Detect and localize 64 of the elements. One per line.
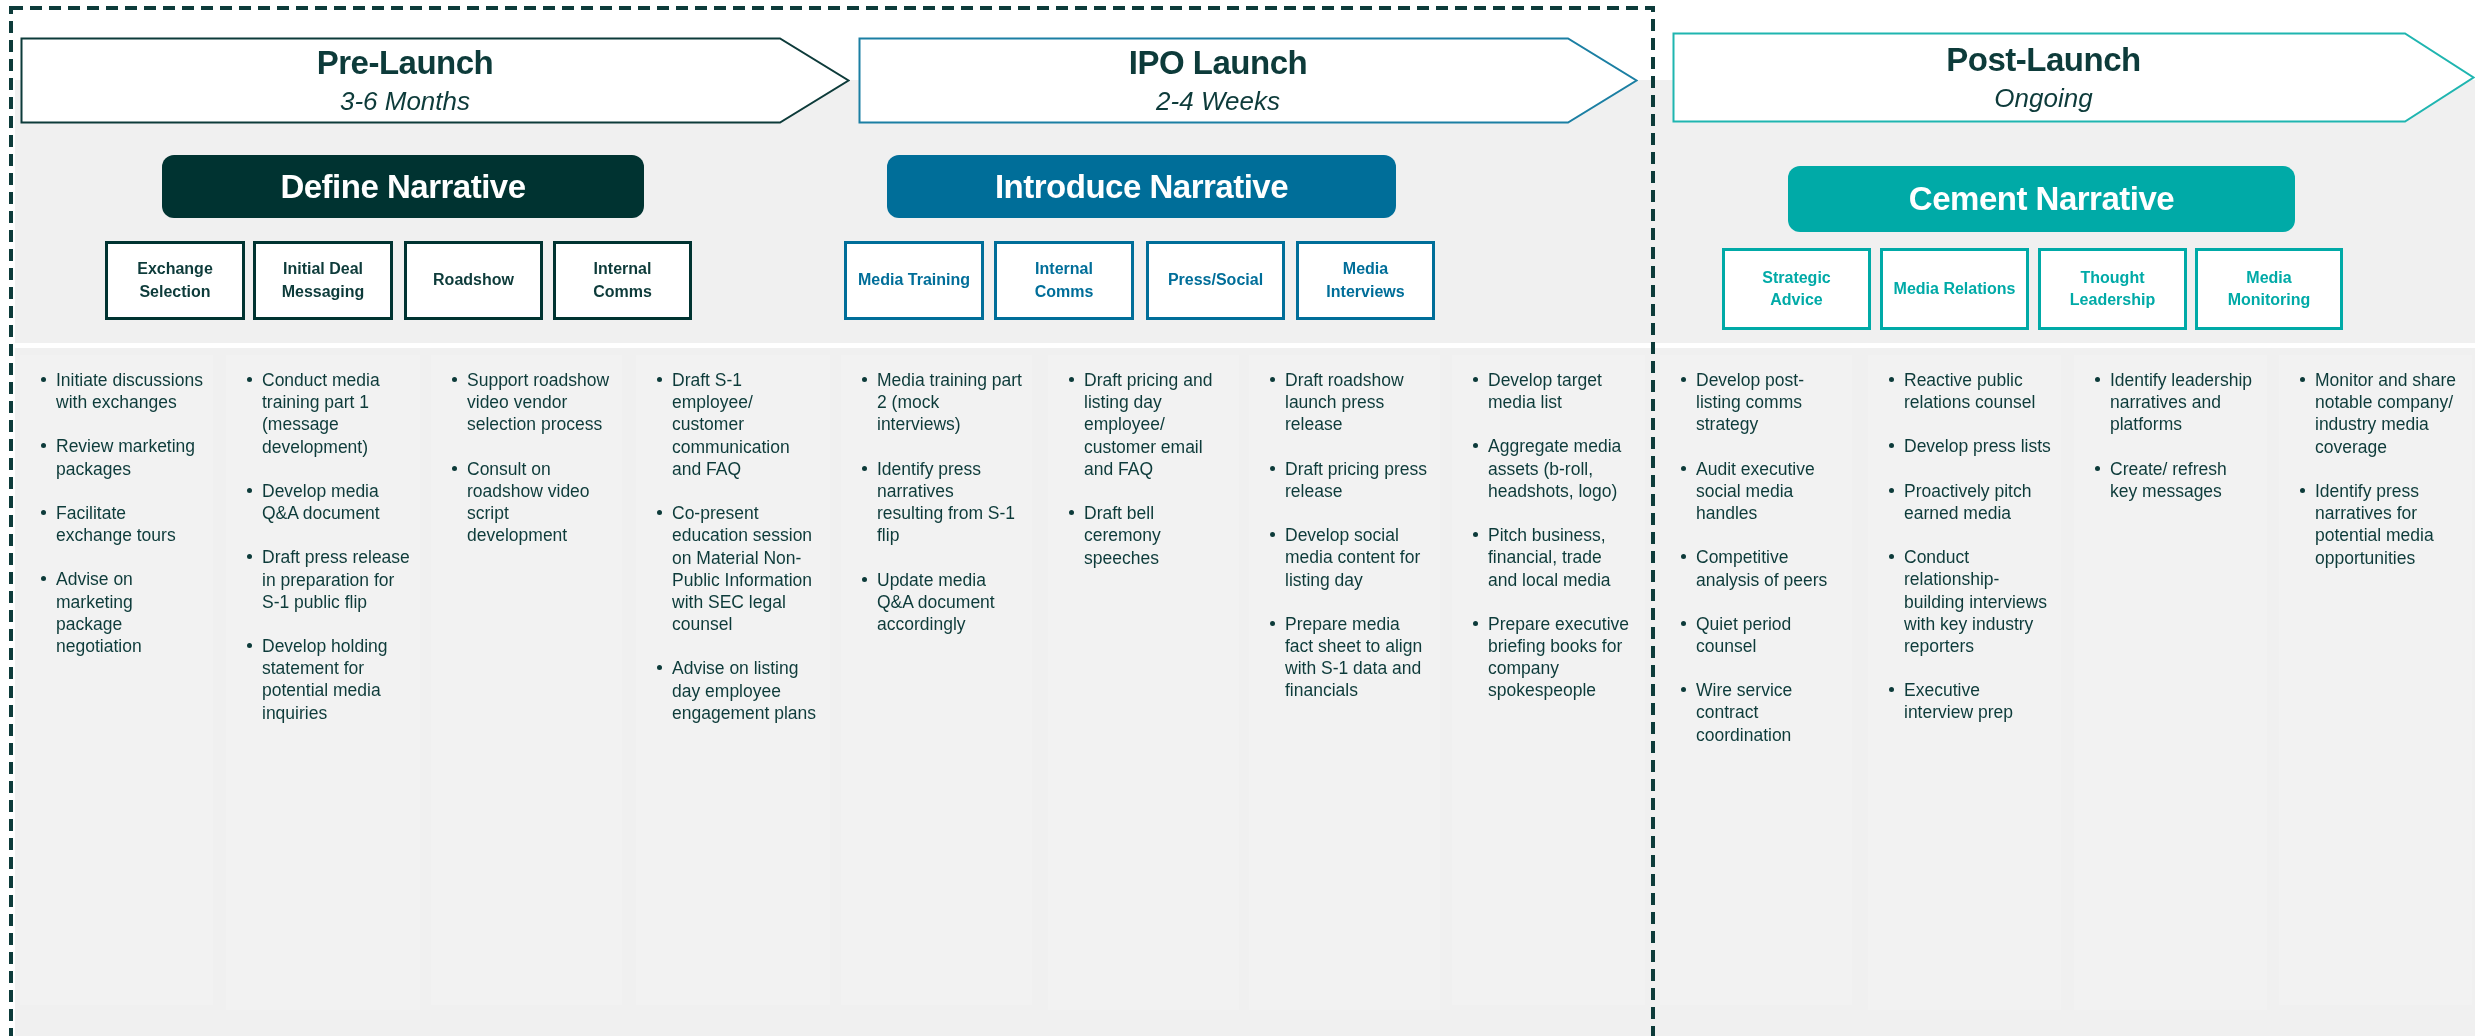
activity-box: Media Relations: [1880, 248, 2029, 330]
activity-box: Media Monitoring: [2195, 248, 2343, 330]
task-item: Identify press narratives for potential media opportunities: [2315, 480, 2434, 568]
narrative-banner: Define Narrative: [162, 155, 644, 218]
narrative-banner: Cement Narrative: [1788, 166, 2295, 232]
task-item: Conduct relationship-building interviews with key industry reporters: [1904, 547, 2047, 656]
phase-title: IPO Launch: [1128, 44, 1308, 82]
task-item: Draft pricing press release: [1285, 458, 1427, 501]
task-item: Develop holding statement for potential media inquiries: [262, 635, 388, 723]
activity-box: Internal Comms: [994, 241, 1134, 320]
activity-box: Internal Comms: [553, 241, 692, 320]
task-item: Develop media Q&A document: [262, 480, 380, 524]
task-item: Draft roadshow launch press release: [1285, 370, 1404, 435]
task-item: Advise on listing day employee engagement plans: [672, 658, 816, 723]
task-item: Co-present education session on Material Non-Public Information with SEC legal counsel: [672, 503, 813, 635]
task-item: Conduct media training part 1 (message development): [262, 370, 380, 457]
task-item: Quiet period counsel: [1696, 613, 1792, 656]
task-item: Media training part 2 (mock interviews): [877, 370, 1022, 435]
task-item: Advise on marketing package negotiation: [56, 569, 142, 656]
task-item: Aggregate media assets (b-roll, headshots, logo): [1488, 436, 1622, 501]
activity-box: Exchange Selection: [105, 241, 245, 320]
task-item: Prepare executive briefing books for company spokespeople: [1488, 613, 1630, 701]
task-item: Support roadshow video vendor selection process: [467, 370, 610, 435]
task-item: Update media Q&A document accordingly: [877, 569, 995, 634]
task-item: Create/ refresh key messages: [2110, 458, 2227, 501]
task-item: Develop social media content for listing day: [1285, 525, 1421, 590]
task-item: Consult on roadshow video script development: [467, 458, 590, 546]
activity-box: Thought Leadership: [2038, 248, 2187, 330]
task-item: Reactive public relations counsel: [1904, 370, 2036, 413]
task-item: Competitive analysis of peers: [1696, 547, 1828, 590]
task-item: Proactively pitch earned media: [1904, 480, 2032, 523]
task-item: Identify leadership narratives and platforms: [2110, 370, 2253, 435]
task-item: Executive interview prep: [1904, 680, 2013, 723]
task-item: Draft bell ceremony speeches: [1084, 503, 1161, 568]
task-item: Initiate discussions with exchanges: [56, 370, 203, 413]
task-item: Draft press release in preparation for S-1 public flip: [262, 547, 410, 612]
narrative-banner: Introduce Narrative: [887, 155, 1396, 218]
activity-box: Strategic Advice: [1722, 248, 1871, 330]
phase-title: Post-Launch: [1946, 41, 2141, 79]
task-item: Prepare media fact sheet to align with S-1 data and financials: [1285, 613, 1423, 701]
activity-box: Initial Deal Messaging: [253, 241, 393, 320]
activity-box: Press/Social: [1146, 241, 1285, 320]
task-item: Develop target media list: [1488, 370, 1602, 413]
task-item: Monitor and share notable company/ industry media coverage: [2315, 370, 2457, 457]
activity-box: Media Training: [844, 241, 984, 320]
task-item: Develop press lists: [1904, 436, 2051, 457]
task-item: Audit executive social media handles: [1696, 458, 1815, 524]
task-item: Review marketing packages: [56, 436, 196, 479]
task-item: Identify press narratives resulting from S-1 flip: [877, 458, 1016, 546]
phase-title: Pre-Launch: [316, 44, 494, 82]
task-item: Pitch business, financial, trade and local media: [1488, 525, 1611, 590]
task-item: Draft pricing and listing day employee/ customer email and FAQ: [1084, 370, 1213, 479]
activity-box: Roadshow: [404, 241, 543, 320]
phase-duration: 2-4 Weeks: [1156, 86, 1280, 117]
task-item: Draft S-1 employee/ customer communication and FAQ: [672, 370, 790, 479]
phase-header: [858, 37, 1638, 124]
phase-header: [1672, 32, 2475, 123]
task-item: Develop post-listing comms strategy: [1696, 370, 1804, 435]
phase-header: [20, 37, 850, 124]
task-item: Wire service contract coordination: [1696, 680, 1793, 745]
activity-box: Media Interviews: [1296, 241, 1435, 320]
phase-duration: 3-6 Months: [339, 86, 471, 117]
phase-duration: Ongoing: [1994, 83, 2093, 114]
task-item: Facilitate exchange tours: [56, 502, 176, 546]
